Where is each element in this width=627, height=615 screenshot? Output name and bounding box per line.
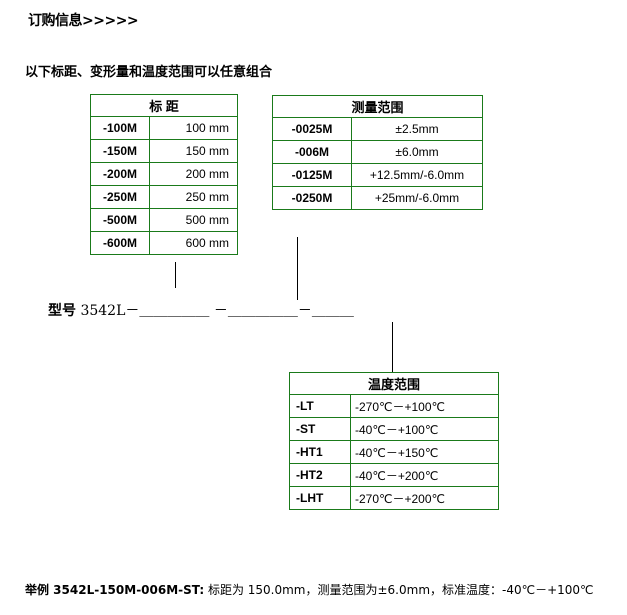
temperature-range-code: -HT2 bbox=[289, 463, 351, 487]
gauge-length-code: -100M bbox=[90, 116, 150, 140]
example-text: 标距为 150.0mm，测量范围为±6.0mm，标准温度：-40℃－+100℃ bbox=[204, 583, 594, 597]
measurement-range-value: +12.5mm/-6.0mm bbox=[351, 163, 483, 187]
gauge-length-code: -200M bbox=[90, 162, 150, 186]
measurement-range-code: -0125M bbox=[272, 163, 352, 187]
gauge-length-title: 标 距 bbox=[90, 94, 238, 117]
gauge-length-value: 600 mm bbox=[149, 231, 238, 255]
example-line: 举例 3542L-150M-006M-ST: 标距为 150.0mm，测量范围为… bbox=[25, 581, 594, 598]
temperature-range-code: -ST bbox=[289, 417, 351, 441]
temperature-range-row: -LHT-270℃－+200℃ bbox=[289, 486, 499, 510]
measurement-range-code: -0250M bbox=[272, 186, 352, 210]
gauge-length-code: -500M bbox=[90, 208, 150, 232]
temperature-range-code: -HT1 bbox=[289, 440, 351, 464]
measurement-range-value: ±2.5mm bbox=[351, 117, 483, 141]
gauge-connector-line bbox=[175, 262, 176, 288]
temperature-range-table: 温度范围 -LT-270℃－+100℃-ST-40℃－+100℃-HT1-40℃… bbox=[289, 372, 499, 510]
gauge-length-value: 100 mm bbox=[149, 116, 238, 140]
temperature-range-value: -40℃－+100℃ bbox=[350, 417, 499, 441]
measurement-range-row: -006M±6.0mm bbox=[272, 140, 483, 164]
gauge-length-code: -150M bbox=[90, 139, 150, 163]
model-template: 3542L－＿＿＿＿＿ －＿＿＿＿＿－＿＿＿ bbox=[76, 303, 354, 319]
gauge-length-value: 250 mm bbox=[149, 185, 238, 209]
temperature-range-value: -270℃－+100℃ bbox=[350, 394, 499, 418]
measurement-range-row: -0125M+12.5mm/-6.0mm bbox=[272, 163, 483, 187]
gauge-length-code: -250M bbox=[90, 185, 150, 209]
temperature-range-row: -HT2-40℃－+200℃ bbox=[289, 463, 499, 487]
page-heading: 订购信息>>>>> bbox=[28, 13, 139, 29]
model-number-line: 型号 3542L－＿＿＿＿＿ －＿＿＿＿＿－＿＿＿ bbox=[48, 300, 354, 320]
temperature-range-row: -ST-40℃－+100℃ bbox=[289, 417, 499, 441]
example-label: 举例 3542L-150M-006M-ST: bbox=[25, 583, 205, 597]
temperature-range-code: -LT bbox=[289, 394, 351, 418]
temperature-range-code: -LHT bbox=[289, 486, 351, 510]
measurement-range-table: 测量范围 -0025M±2.5mm-006M±6.0mm-0125M+12.5m… bbox=[272, 95, 483, 210]
measurement-range-row: -0250M+25mm/-6.0mm bbox=[272, 186, 483, 210]
temperature-range-value: -40℃－+200℃ bbox=[350, 463, 499, 487]
measurement-range-code: -006M bbox=[272, 140, 352, 164]
gauge-length-value: 200 mm bbox=[149, 162, 238, 186]
measurement-range-code: -0025M bbox=[272, 117, 352, 141]
gauge-length-value: 500 mm bbox=[149, 208, 238, 232]
measurement-range-title: 测量范围 bbox=[272, 95, 483, 118]
range-connector-line bbox=[297, 237, 298, 300]
gauge-length-value: 150 mm bbox=[149, 139, 238, 163]
measurement-range-value: +25mm/-6.0mm bbox=[351, 186, 483, 210]
temperature-range-row: -LT-270℃－+100℃ bbox=[289, 394, 499, 418]
measurement-range-value: ±6.0mm bbox=[351, 140, 483, 164]
temp-connector-line bbox=[392, 322, 393, 372]
temperature-range-value: -40℃－+150℃ bbox=[350, 440, 499, 464]
measurement-range-row: -0025M±2.5mm bbox=[272, 117, 483, 141]
temperature-range-row: -HT1-40℃－+150℃ bbox=[289, 440, 499, 464]
temperature-range-title: 温度范围 bbox=[289, 372, 499, 395]
gauge-length-code: -600M bbox=[90, 231, 150, 255]
combination-note: 以下标距、变形量和温度范围可以任意组合 bbox=[25, 65, 273, 80]
model-label: 型号 bbox=[48, 303, 76, 319]
temperature-range-value: -270℃－+200℃ bbox=[350, 486, 499, 510]
